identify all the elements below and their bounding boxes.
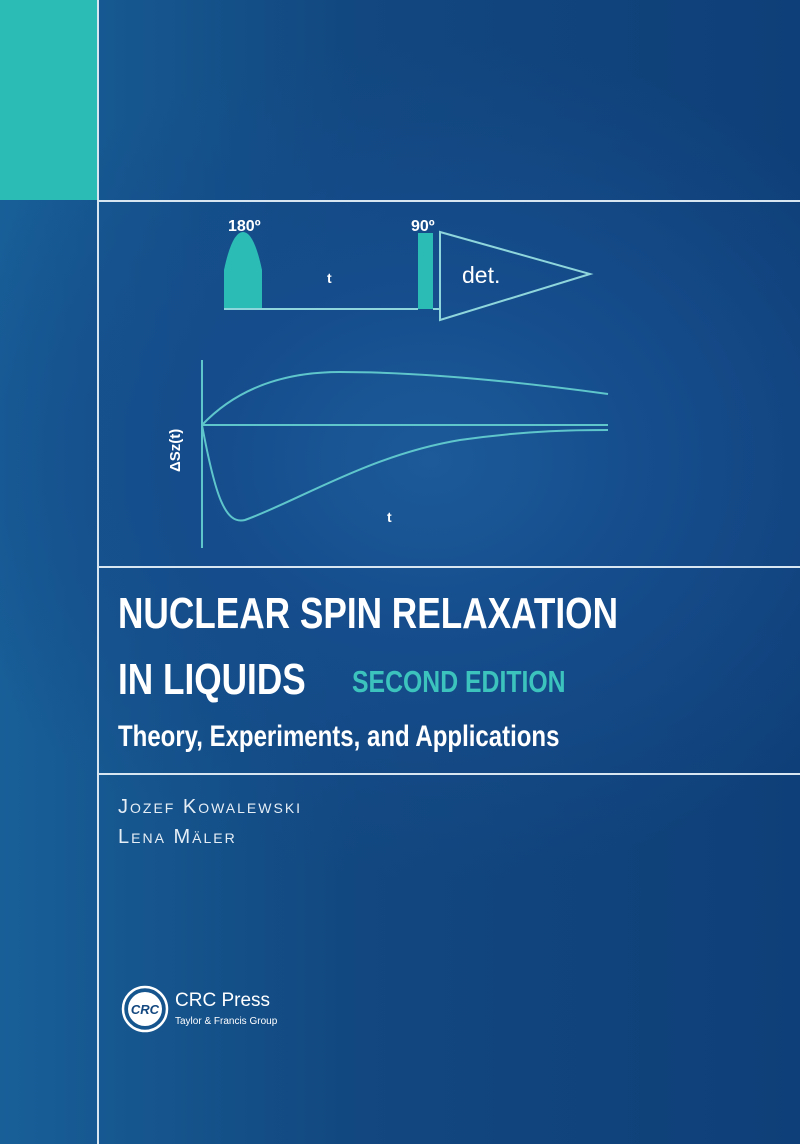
title-bottom-rule	[97, 773, 800, 775]
detect-label: det.	[462, 262, 500, 288]
publisher-block: CRC CRC Press Taylor & Francis Group	[120, 984, 277, 1039]
pulse-sequence-diagram: 180º 90º t det. ΔSz(t) t	[167, 218, 609, 548]
title-line-2-wrap: IN LIQUIDS	[118, 656, 353, 704]
title-top-rule	[97, 566, 800, 568]
corner-accent-block	[0, 0, 97, 200]
crc-logo-text: CRC	[131, 1002, 160, 1017]
author-2: Lena Mäler	[118, 826, 237, 848]
subtitle: Theory, Experiments, and Applications	[118, 720, 560, 753]
crc-logo: CRC	[121, 985, 169, 1033]
x-axis-label: t	[387, 509, 392, 525]
publisher-name: CRC Press	[175, 990, 271, 1011]
edition-label: SECOND EDITION	[352, 664, 566, 699]
author-1: Jozef Kowalewski	[118, 796, 303, 818]
pulse-180-label: 180º	[228, 218, 261, 235]
delay-label: t	[327, 270, 332, 286]
top-rule	[97, 200, 800, 202]
title-line-2: IN LIQUIDS	[118, 655, 306, 704]
title-line-1: NUCLEAR SPIN RELAXATION	[118, 589, 618, 638]
upper-curve	[201, 370, 609, 426]
vertical-rule	[97, 0, 99, 1144]
publisher-group: Taylor & Francis Group	[175, 1016, 278, 1027]
pulse-180-shape	[224, 232, 262, 309]
y-axis-label: ΔSz(t)	[167, 429, 184, 472]
lower-curve	[201, 424, 609, 522]
title-block: NUCLEAR SPIN RELAXATION	[118, 590, 743, 638]
pulse-90-label: 90º	[411, 218, 435, 235]
detection-triangle	[439, 230, 594, 322]
pulse-90-shape	[418, 233, 433, 309]
